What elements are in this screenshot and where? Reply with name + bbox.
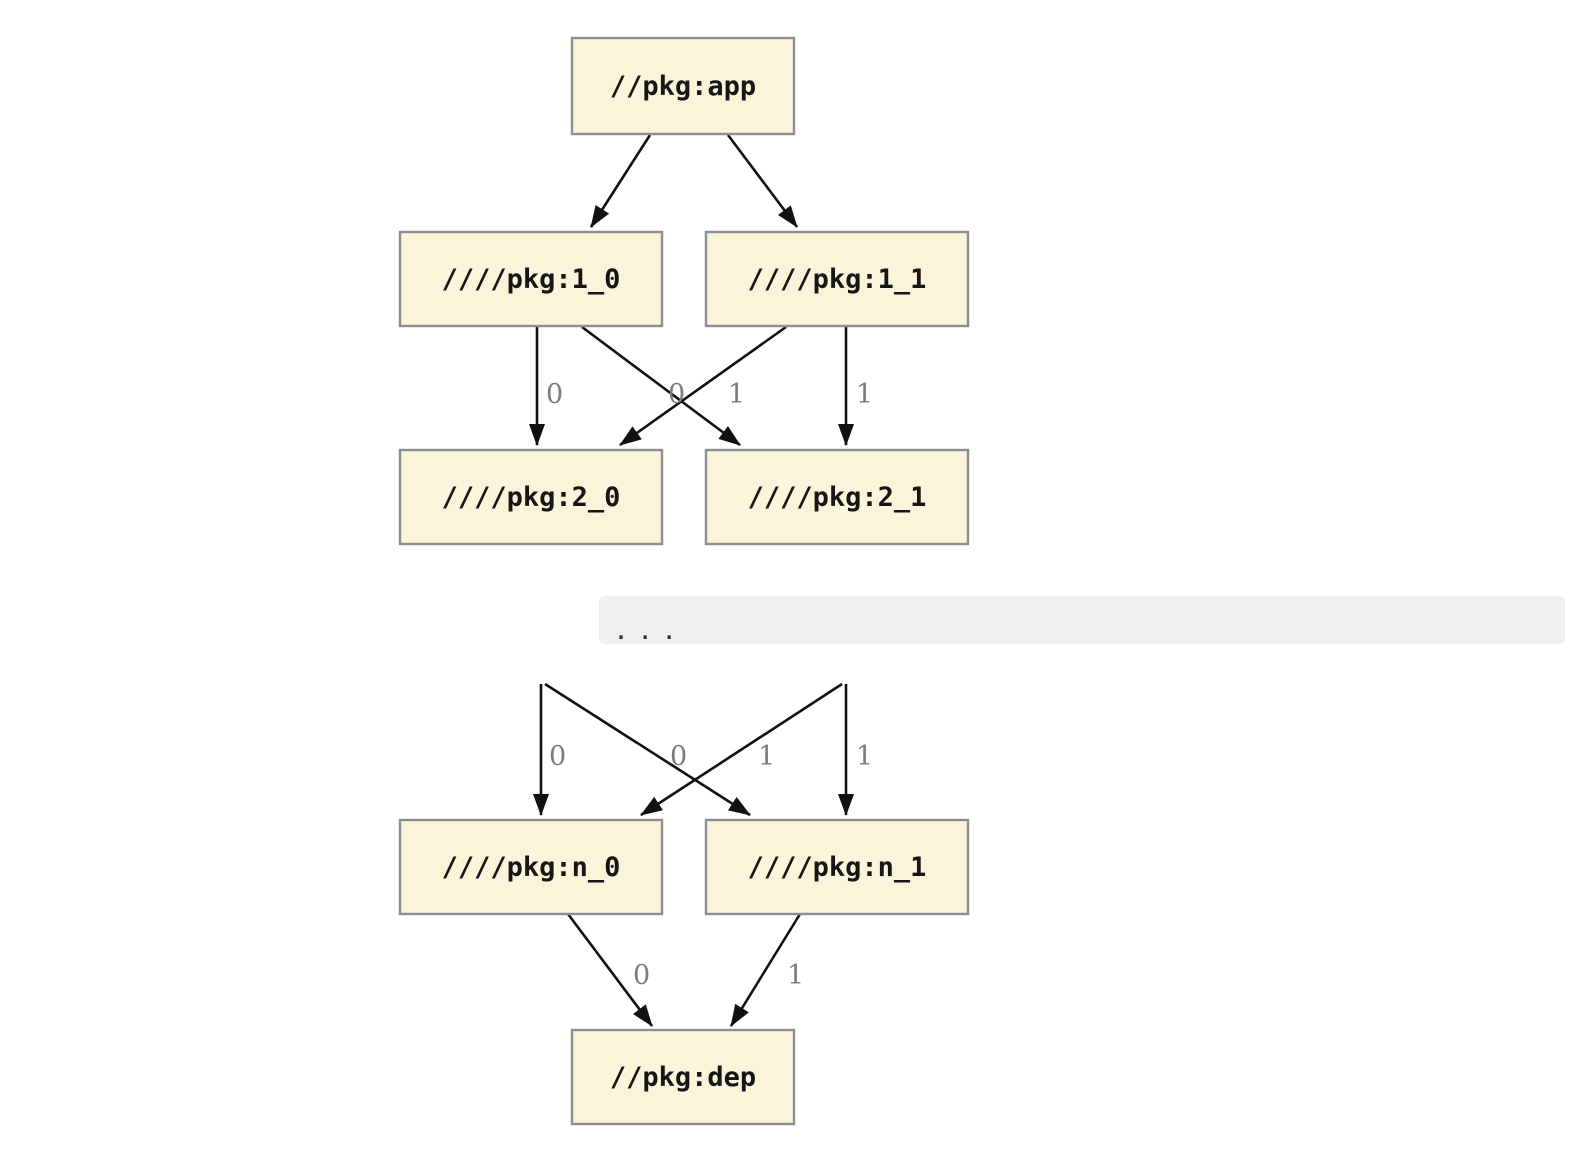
node-label-dep: //pkg:dep [610,1062,756,1093]
edge-1_1-to-2_0-cross [619,325,787,447]
node-label-2_1: ////pkg:2_1 [748,482,927,513]
node-1_0: ////pkg:1_0 [398,230,664,328]
edge-n_1-to-dep [729,913,802,1027]
node-label-n_1: ////pkg:n_1 [748,852,927,883]
edge-label-n_1-to-dep: 1 [787,960,804,991]
node-label-app: //pkg:app [610,71,756,102]
node-box-n_0 [398,818,664,916]
edge-app-to-1_0 [589,134,652,228]
ellipsis-bar [599,596,1565,644]
edge-dots-to-n_0-cross [640,682,843,817]
edge-label-1_0-to-2_1-cross: 1 [728,379,745,410]
node-app: //pkg:app [570,36,796,136]
node-n_0: ////pkg:n_0 [398,818,664,916]
edge-label-n_0-to-dep: 0 [633,960,650,991]
node-2_1: ////pkg:2_1 [704,448,970,546]
edge-label-1_1-to-2_1: 1 [856,379,873,410]
node-1_1: ////pkg:1_1 [704,230,970,328]
node-box-dep [570,1028,796,1126]
edge-label-dots-to-n_1: 1 [856,741,873,772]
node-label-2_0: ////pkg:2_0 [442,482,621,513]
node-box-1_0 [398,230,664,328]
node-box-1_1 [704,230,970,328]
node-n_1: ////pkg:n_1 [704,818,970,916]
edge-n_0-to-dep [566,913,654,1027]
edge-label-1_0-to-2_0: 0 [546,379,563,410]
node-box-2_1 [704,448,970,546]
edge-label-dots-to-n_1-cross: 1 [758,741,775,772]
edge-dots-to-n_1-cross [544,682,751,817]
node-box-app [570,36,796,136]
node-box-2_0 [398,448,664,546]
edge-app-to-1_1 [726,134,799,228]
node-label-n_0: ////pkg:n_0 [442,852,621,883]
node-box-n_1 [704,818,970,916]
node-2_0: ////pkg:2_0 [398,448,664,546]
edge-1_0-to-2_1-cross [581,325,741,447]
node-label-1_1: ////pkg:1_1 [748,264,927,295]
edge-label-1_1-to-2_0-cross: 0 [668,379,685,410]
edge-label-dots-to-n_0: 0 [549,741,566,772]
node-dep: //pkg:dep [570,1028,796,1126]
node-label-1_0: ////pkg:1_0 [442,264,621,295]
edge-label-dots-to-n_0-cross: 0 [670,741,687,772]
ellipsis-dots: . . . [615,620,675,644]
